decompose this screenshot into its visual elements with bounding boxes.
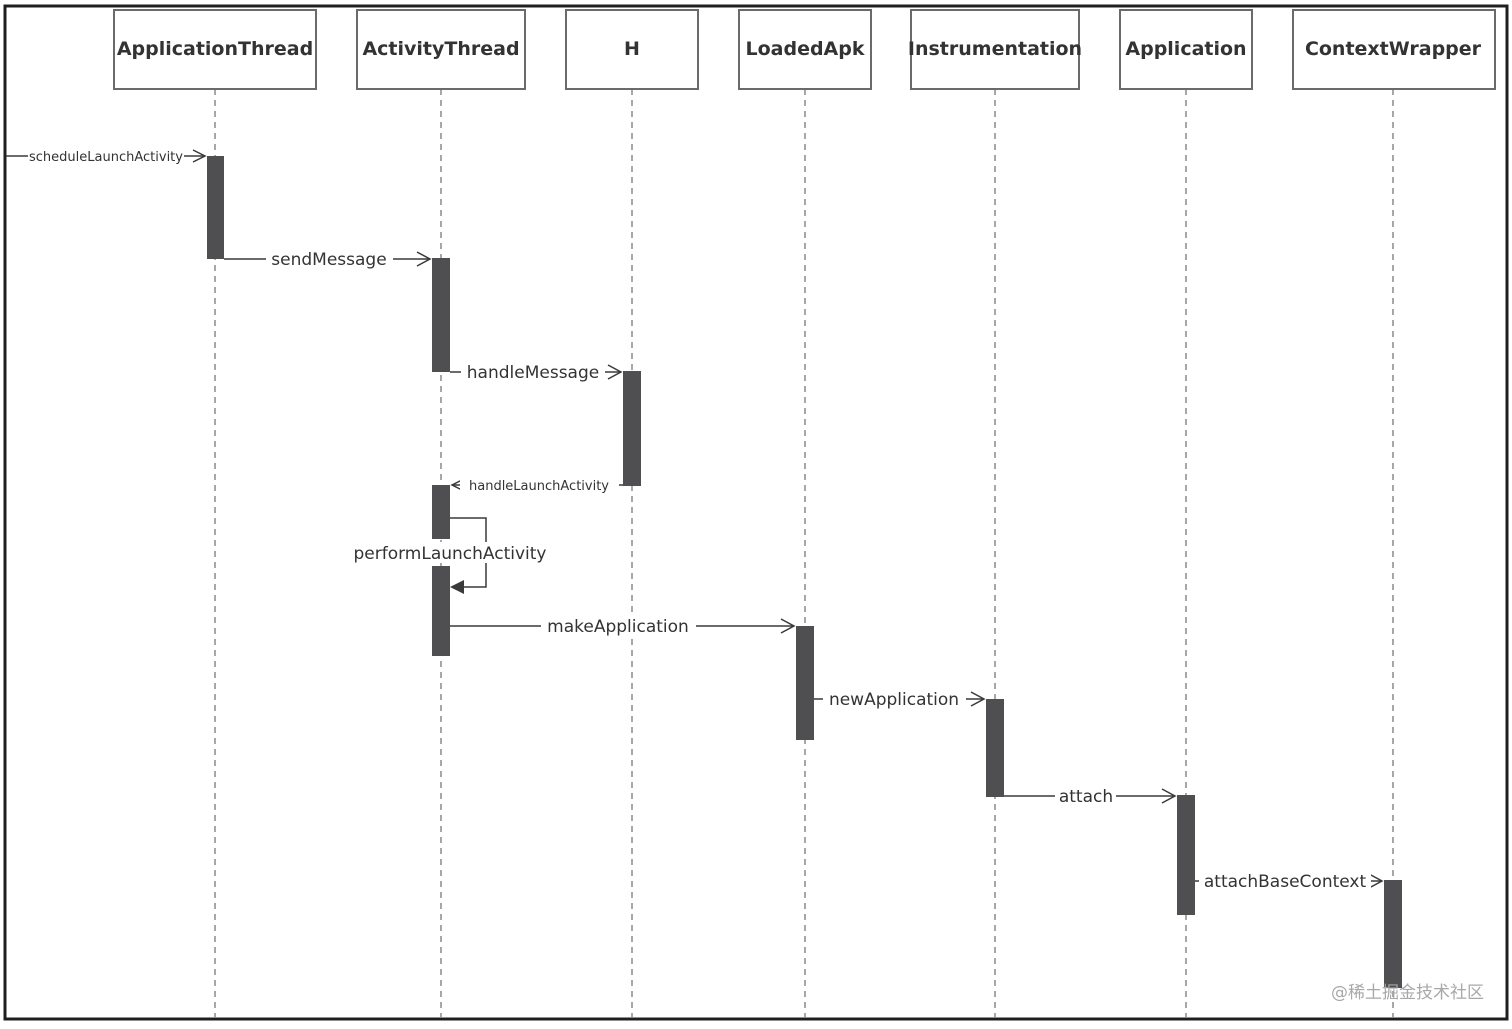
activation-applicationthread xyxy=(207,156,224,259)
activation-h xyxy=(623,371,641,486)
lifeline-applicationthread-box xyxy=(113,9,317,90)
message-handlemessage: handleMessage xyxy=(450,362,623,383)
lifeline-activitythread-box xyxy=(356,9,526,90)
message-label: handleLaunchActivity xyxy=(469,479,609,494)
lifeline-instrumentation-label: Instrumentation xyxy=(908,38,1082,60)
activation-contextwrapper xyxy=(1384,880,1402,988)
open-arrowhead-icon xyxy=(607,364,623,380)
lifeline-applicationthread: ApplicationThread xyxy=(113,9,317,1018)
message-newapplication: newApplication xyxy=(814,689,986,710)
message-label: attachBaseContext xyxy=(1204,872,1367,892)
open-arrowhead-icon xyxy=(1161,788,1177,804)
message-label: scheduleLaunchActivity xyxy=(29,150,183,165)
message-label: performLaunchActivity xyxy=(353,544,546,564)
message-label: newApplication xyxy=(829,690,959,710)
lifeline-h-box xyxy=(565,9,699,90)
lifeline-loadedapk-label: LoadedApk xyxy=(745,38,864,60)
lifeline-contextwrapper-box xyxy=(1292,9,1496,90)
open-arrowhead-icon xyxy=(1368,873,1384,889)
filled-arrowhead-icon xyxy=(450,580,464,594)
message-makeapplication: makeApplication xyxy=(450,616,796,637)
lifeline-contextwrapper-label: ContextWrapper xyxy=(1305,38,1482,60)
lifeline-application-box xyxy=(1119,9,1253,90)
message-performlaunchactivity: performLaunchActivity xyxy=(346,517,554,594)
activation-activitythread-3 xyxy=(432,566,450,656)
lifeline-loadedapk-box xyxy=(738,9,872,90)
message-label: handleMessage xyxy=(467,363,599,383)
lifeline-h-label: H xyxy=(624,38,640,60)
message-label: attach xyxy=(1059,787,1113,807)
open-arrowhead-icon xyxy=(192,149,207,163)
lifeline-activitythread-label: ActivityThread xyxy=(362,38,519,60)
lifeline-activitythread: ActivityThread xyxy=(356,9,526,1018)
message-handlelaunchactivity: handleLaunchActivity xyxy=(450,477,623,494)
message-attach: attach xyxy=(1004,786,1177,807)
activation-activitythread-1 xyxy=(432,258,450,372)
lifeline-h: H xyxy=(565,9,699,1018)
lifeline-applicationthread-label: ApplicationThread xyxy=(117,38,313,60)
lifeline-loadedapk: LoadedApk xyxy=(738,9,872,1018)
diagram-frame xyxy=(3,4,1509,1021)
lifeline-instrumentation-box xyxy=(910,9,1080,90)
message-label: makeApplication xyxy=(547,617,689,637)
open-arrowhead-icon xyxy=(416,251,432,267)
message-label: sendMessage xyxy=(271,250,386,270)
activation-loadedapk xyxy=(796,626,814,740)
activation-application xyxy=(1177,795,1195,915)
lifeline-instrumentation: Instrumentation xyxy=(908,9,1082,1018)
activation-instrumentation xyxy=(986,699,1004,797)
message-attachbasecontext: attachBaseContext xyxy=(1195,871,1384,892)
message-sendmessage: sendMessage xyxy=(224,249,432,270)
lifeline-application-label: Application xyxy=(1125,38,1246,60)
open-arrowhead-icon xyxy=(970,691,986,707)
activation-activitythread-2 xyxy=(432,485,450,539)
lifeline-contextwrapper: ContextWrapper xyxy=(1292,9,1496,1018)
open-arrowhead-icon xyxy=(780,618,796,634)
watermark-text: @稀土掘金技术社区 xyxy=(1331,983,1484,1003)
lifeline-application: Application xyxy=(1119,9,1253,1018)
message-schedulelaunchactivity: scheduleLaunchActivity xyxy=(6,148,207,165)
